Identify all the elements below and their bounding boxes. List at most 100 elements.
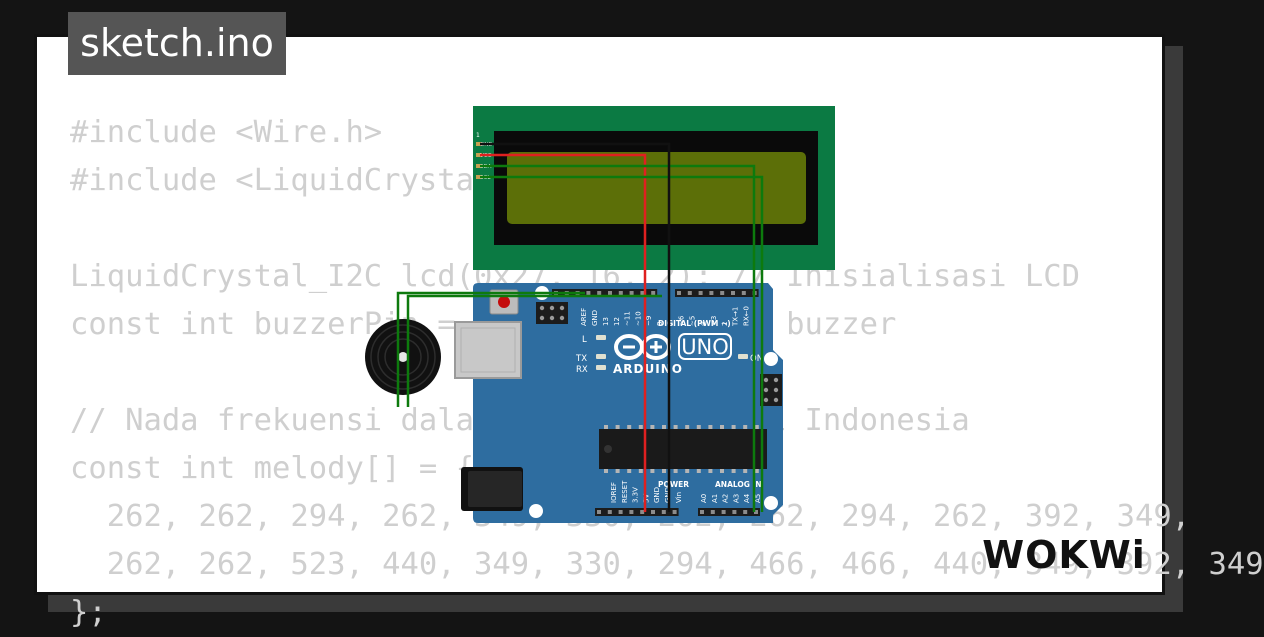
pin-label: 12: [613, 317, 621, 326]
pin-label: ~11: [624, 311, 632, 326]
lcd-pin-one-label: 1: [476, 132, 480, 139]
led-tx-label: TX: [575, 354, 587, 364]
pin-socket[interactable]: [732, 510, 737, 514]
file-name-tag[interactable]: sketch.ino: [68, 12, 286, 75]
pin-label: A3: [732, 494, 740, 503]
mounting-hole: [764, 352, 778, 366]
pin-socket[interactable]: [677, 291, 681, 295]
pin-socket[interactable]: [586, 291, 591, 295]
uno-badge: [678, 333, 732, 360]
pin-label: RESET: [621, 480, 629, 503]
pin-socket[interactable]: [651, 291, 656, 295]
pin-label: 5V: [642, 494, 650, 503]
analog-pin-header[interactable]: [698, 508, 760, 516]
lcd-pin[interactable]: [476, 164, 482, 168]
pin-label: 4: [699, 321, 707, 326]
wire-lcd-sda: [480, 164, 756, 512]
icsp-header: [536, 302, 568, 324]
pin-label: 3.3V: [632, 487, 640, 503]
gnd-label: GND: [591, 310, 599, 326]
usb-port-inner: [460, 327, 516, 373]
brand-label: ARDUINO: [613, 362, 683, 376]
pin-label: 7: [667, 322, 675, 326]
pin-label: Vin: [675, 492, 683, 503]
pin-socket[interactable]: [687, 291, 692, 295]
pin-socket[interactable]: [731, 291, 735, 295]
analog-in-label: ANALOG IN: [715, 480, 762, 489]
wire-lcd-vcc: [480, 153, 647, 512]
pin-socket[interactable]: [618, 291, 623, 295]
mounting-hole: [529, 504, 543, 518]
led-tx: [596, 354, 606, 359]
pin-socket[interactable]: [709, 291, 714, 295]
pin-socket[interactable]: [640, 510, 645, 514]
led-on-label: ON: [750, 354, 763, 364]
pin-label: TX→1: [732, 307, 740, 327]
wires: [396, 142, 764, 512]
pin-label: 13: [602, 317, 610, 326]
pin-socket[interactable]: [629, 510, 634, 514]
pin-socket[interactable]: [721, 510, 726, 514]
pin-label: ~6: [678, 315, 686, 326]
led-rx: [596, 365, 606, 370]
pin-label: A0: [700, 494, 708, 503]
pin-label: A1: [711, 494, 719, 503]
power-pin-header[interactable]: [595, 508, 679, 516]
pin-socket[interactable]: [672, 510, 677, 514]
lcd-pin[interactable]: [476, 142, 482, 146]
pin-socket[interactable]: [597, 510, 601, 514]
wire-buzzer-gnd: [396, 291, 585, 407]
pin-socket[interactable]: [741, 291, 746, 295]
pin-socket[interactable]: [640, 291, 645, 295]
pin-label: 2: [721, 322, 729, 326]
lcd-screen: [507, 152, 806, 224]
pin-label: ~10: [634, 311, 642, 326]
usb-port: [454, 321, 522, 379]
pin-socket[interactable]: [651, 510, 655, 514]
lcd-pin-header: [476, 142, 482, 179]
lcd-module[interactable]: 1 GND VCC SDA SCL: [473, 106, 835, 270]
aref-label: AREF: [580, 308, 588, 326]
pin-label: RX←0: [742, 306, 750, 326]
pin-socket[interactable]: [618, 510, 623, 514]
pin-socket[interactable]: [608, 291, 612, 295]
pin-label: ~9: [645, 316, 653, 326]
icsp-header: [760, 374, 782, 406]
code-line: 262, 262, 523, 440, 349, 330, 294, 466, …: [70, 547, 1264, 582]
pin-socket[interactable]: [754, 510, 758, 514]
led-l-label: L: [582, 335, 587, 345]
pin-label: 8: [656, 322, 664, 326]
pin-label: A5: [754, 494, 762, 503]
digital-pwm-label: DIGITAL (PWM ~): [658, 319, 731, 328]
pin-socket[interactable]: [629, 291, 634, 295]
pin-socket[interactable]: [700, 510, 704, 514]
code-line: const int melody[] = {: [70, 451, 474, 486]
buzzer[interactable]: [365, 319, 441, 395]
pin-socket[interactable]: [661, 510, 666, 514]
pin-label: GND: [653, 487, 661, 503]
lcd-pin[interactable]: [476, 175, 482, 179]
pin-socket[interactable]: [710, 510, 715, 514]
pin-label: ~5: [688, 316, 696, 326]
lcd-pin[interactable]: [476, 153, 482, 157]
circuit-diagram: 1 GND VCC SDA SCL: [365, 106, 835, 523]
pin-socket[interactable]: [720, 291, 725, 295]
pin-label: A2: [722, 494, 730, 503]
pin-socket[interactable]: [698, 291, 703, 295]
pin-socket[interactable]: [743, 510, 748, 514]
pin-socket[interactable]: [607, 510, 612, 514]
pin-label: A4: [743, 493, 751, 503]
wire-lcd-scl: [480, 175, 764, 512]
led-rx-label: RX: [576, 365, 588, 375]
power-label: POWER: [658, 480, 689, 489]
logo-text: WOKWi: [982, 533, 1146, 577]
buzzer-center: [398, 352, 408, 362]
pin-socket[interactable]: [597, 291, 602, 295]
mounting-hole: [764, 496, 778, 510]
code-line: #include <Wire.h>: [70, 115, 383, 150]
wire-lcd-gnd: [480, 142, 671, 512]
led-l: [596, 335, 606, 340]
